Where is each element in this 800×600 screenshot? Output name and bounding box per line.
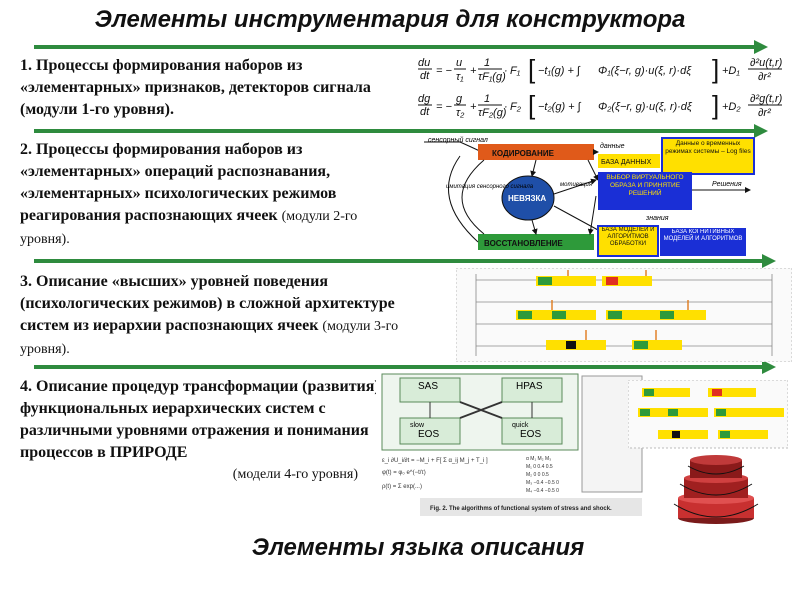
svg-text:= −: = − bbox=[436, 101, 452, 113]
mismatch-label: НЕВЯЗКА bbox=[508, 194, 546, 203]
item-3: 3. Описание «высших» уровней поведения (… bbox=[20, 271, 405, 361]
hierarchy-svg bbox=[455, 267, 793, 363]
decision-box bbox=[598, 172, 692, 210]
svg-text:= −: = − bbox=[436, 65, 452, 77]
svg-text:du: du bbox=[418, 57, 430, 69]
svg-text:u: u bbox=[456, 57, 462, 69]
sas-label: SAS bbox=[418, 381, 438, 392]
eos-left-label: EOS bbox=[418, 429, 439, 440]
svg-text:M₄ −0.4 −0.5 0: M₄ −0.4 −0.5 0 bbox=[526, 488, 559, 494]
svg-text:+: + bbox=[470, 65, 477, 77]
svg-text:]: ] bbox=[712, 90, 719, 120]
label-sensory-signal: сенсорный сигнал bbox=[428, 136, 488, 144]
svg-text:∂²u(t,r): ∂²u(t,r) bbox=[750, 57, 783, 69]
item-3-note: (модули 3-го уровня). bbox=[20, 319, 399, 357]
stress-shock-diagram: SAS HPAS slow EOS quick EOS ε_i ∂U_i/∂t … bbox=[376, 370, 646, 518]
log-files-box bbox=[661, 137, 755, 175]
recognition-cell-diagram: сенсорный сигнал КОДИРОВАНИЕ данные НЕВЯ… bbox=[420, 136, 756, 258]
slide-title: Элементы инструментария для конструктора bbox=[94, 6, 686, 33]
svg-text:dt: dt bbox=[420, 70, 430, 82]
cognitive-label: БАЗА КОГНИТИВНЫХ МОДЕЛЕЙ И АЛГОРИТМОВ bbox=[663, 229, 743, 242]
stress-shock-svg: SAS HPAS slow EOS quick EOS ε_i ∂U_i/∂t … bbox=[376, 370, 646, 518]
svg-text:[: [ bbox=[528, 54, 536, 84]
svg-text:[: [ bbox=[528, 90, 536, 120]
svg-text:∂r²: ∂r² bbox=[758, 71, 771, 83]
quick-label: quick bbox=[512, 422, 529, 429]
svg-text:ρ(t) = Σ exp(...): ρ(t) = Σ exp(...) bbox=[382, 484, 422, 490]
divider-arrow-1 bbox=[34, 40, 768, 54]
item-1: 1. Процессы формирования наборов из «эле… bbox=[20, 55, 392, 121]
models-label: БАЗА МОДЕЛЕЙ И АЛГОРИТМОВ ОБРАБОТКИ bbox=[601, 227, 655, 247]
item-2: 2. Процессы формирования наборов из «эле… bbox=[20, 139, 405, 251]
svg-text:M₁ 0 0.4 0.5: M₁ 0 0.4 0.5 bbox=[526, 464, 553, 470]
hpas-label: HPAS bbox=[516, 381, 543, 392]
restoration-box bbox=[478, 234, 594, 250]
svg-text:α M₁ M₂ M₃: α M₁ M₂ M₃ bbox=[526, 456, 551, 462]
svg-text:τ₂: τ₂ bbox=[456, 107, 465, 119]
svg-text:−t₁(g) + ∫: −t₁(g) + ∫ bbox=[538, 65, 581, 77]
svg-text:]: ] bbox=[712, 54, 719, 84]
svg-text:1: 1 bbox=[484, 57, 490, 69]
restoration-label: ВОССТАНОВЛЕНИЕ bbox=[484, 239, 563, 248]
cylinder-stack bbox=[673, 455, 759, 524]
item-4: 4. Описание процедур трансформации (разв… bbox=[20, 376, 380, 486]
item-3-text: 3. Описание «высших» уровней поведения (… bbox=[20, 273, 395, 334]
coding-box bbox=[478, 144, 594, 160]
database-label: БАЗА ДАННЫХ bbox=[601, 159, 652, 166]
divider-arrow-3 bbox=[34, 254, 776, 268]
svg-text:∂²g(t,r): ∂²g(t,r) bbox=[750, 93, 783, 105]
models-box bbox=[597, 225, 659, 257]
svg-text:M₃ −0.4 −0.5 0: M₃ −0.4 −0.5 0 bbox=[526, 480, 559, 486]
eos-right-label: EOS bbox=[520, 429, 541, 440]
svg-text:ε_i ∂U_i/∂t = −M_i + F[ Σ α_ij: ε_i ∂U_i/∂t = −M_i + F[ Σ α_ij M_j + T_i… bbox=[382, 457, 488, 464]
svg-text:·: · bbox=[504, 65, 508, 77]
svg-text:M₂ 0 0 0.5: M₂ 0 0 0.5 bbox=[526, 472, 549, 478]
svg-text:φ(t) = φ₀ e^(−t/τ): φ(t) = φ₀ e^(−t/τ) bbox=[382, 470, 426, 476]
fig2-caption: Fig. 2. The algorithms of functional sys… bbox=[430, 506, 612, 512]
hierarchy-diagram bbox=[455, 267, 793, 363]
divider-arrow-2 bbox=[34, 124, 768, 138]
label-imitation: имитация сенсорного сигнала bbox=[446, 184, 534, 190]
mismatch-node bbox=[501, 175, 555, 221]
decision-label: ВЫБОР ВИРТУАЛЬНОГО ОБРАЗА И ПРИНЯТИЕ РЕШ… bbox=[606, 174, 684, 197]
slow-label: slow bbox=[410, 422, 425, 429]
label-data: данные bbox=[600, 142, 625, 150]
evolution-diagram bbox=[627, 379, 789, 526]
label-decisions: Решения bbox=[712, 181, 742, 188]
subtitle-language: Элементы языка описания bbox=[251, 534, 585, 561]
svg-text:Φ₁(ξ−r, g)·u(ξ, r)·dξ: Φ₁(ξ−r, g)·u(ξ, r)·dξ bbox=[598, 65, 692, 77]
svg-text:·: · bbox=[504, 101, 508, 113]
svg-text:F₂: F₂ bbox=[510, 101, 522, 113]
svg-text:dt: dt bbox=[420, 106, 430, 118]
divider-arrow-4 bbox=[34, 360, 776, 374]
svg-text:dg: dg bbox=[418, 93, 431, 105]
svg-text:−t₂(g) + ∫: −t₂(g) + ∫ bbox=[538, 101, 582, 113]
svg-text:g: g bbox=[456, 93, 463, 105]
svg-text:F₁: F₁ bbox=[510, 65, 521, 77]
coding-label: КОДИРОВАНИЕ bbox=[492, 149, 555, 158]
evolution-svg bbox=[627, 379, 789, 524]
item-2-note: (модули 2-го уровня). bbox=[20, 209, 358, 247]
svg-text:τF₂(g): τF₂(g) bbox=[478, 107, 507, 119]
cognitive-box bbox=[660, 228, 746, 256]
log-files-label: Данные о временных режимах системы – Log… bbox=[665, 140, 751, 155]
item-4-note: (модели 4-го уровня) bbox=[232, 467, 358, 482]
label-knowledge: знания bbox=[645, 215, 669, 222]
svg-text:Φ₂(ξ−r, g)·u(ξ, r)·dξ: Φ₂(ξ−r, g)·u(ξ, r)·dξ bbox=[598, 101, 693, 113]
item-4-text: 4. Описание процедур трансформации (разв… bbox=[20, 378, 380, 461]
svg-text:+: + bbox=[470, 101, 477, 113]
item-1-text: 1. Процессы формирования наборов из «эле… bbox=[20, 57, 371, 118]
label-motivation: мотивация bbox=[560, 182, 593, 188]
item-2-text: 2. Процессы формирования наборов из «эле… bbox=[20, 141, 337, 224]
svg-text:+D₂: +D₂ bbox=[722, 101, 741, 113]
svg-text:∂r²: ∂r² bbox=[758, 107, 771, 119]
svg-text:1: 1 bbox=[484, 93, 490, 105]
database-box bbox=[598, 154, 660, 168]
recognition-cell-svg: сенсорный сигнал КОДИРОВАНИЕ данные НЕВЯ… bbox=[424, 136, 755, 257]
svg-text:τF₁(g): τF₁(g) bbox=[478, 71, 506, 83]
svg-text:τ₁: τ₁ bbox=[456, 71, 464, 83]
svg-text:+D₁: +D₁ bbox=[722, 65, 740, 77]
